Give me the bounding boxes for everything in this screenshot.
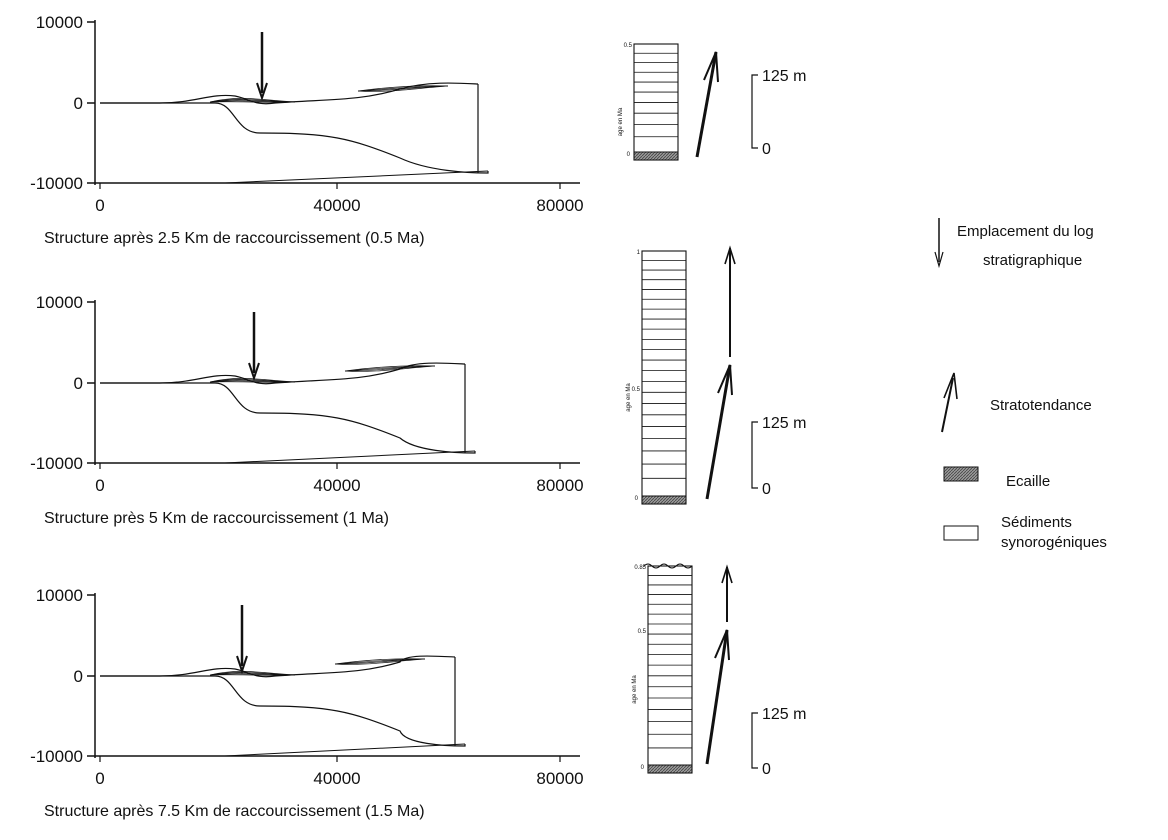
y-tick-label: 0 bbox=[74, 667, 83, 686]
ecaille-layer bbox=[633, 151, 679, 161]
log-location-arrow-icon bbox=[256, 32, 268, 102]
ecaille-layer bbox=[647, 764, 693, 774]
log-location-arrow-icon bbox=[236, 605, 248, 675]
basal-thrust-line bbox=[100, 675, 466, 747]
x-tick-label: 0 bbox=[95, 476, 104, 495]
x-tick-label: 80000 bbox=[536, 196, 583, 215]
detachment-line bbox=[224, 743, 466, 757]
log-mid-age: 0.5 bbox=[638, 629, 647, 635]
thickness-scale-bar: 125 m 0 bbox=[751, 415, 806, 498]
x-tick-label: 0 bbox=[95, 769, 104, 788]
log-top-age: 1 bbox=[637, 250, 641, 256]
sediment-layer bbox=[344, 365, 436, 372]
y-tick-label: 10000 bbox=[36, 586, 83, 605]
log-top-age: 0.85 bbox=[634, 565, 646, 571]
scale-zero: 0 bbox=[762, 141, 771, 158]
detachment-line bbox=[224, 170, 489, 184]
stratotendance-arrow-icon bbox=[705, 245, 736, 500]
legend-sediments-line1: Sédiments bbox=[1001, 514, 1072, 531]
panel-caption: Structure près 5 Km de raccourcissement … bbox=[44, 510, 389, 527]
sediment-layer bbox=[334, 658, 426, 665]
log-age-axis-label: age en Ma bbox=[618, 107, 624, 136]
thickness-scale-bar: 125 m 0 bbox=[751, 68, 806, 158]
x-tick-label: 0 bbox=[95, 196, 104, 215]
y-tick-label: 0 bbox=[74, 374, 83, 393]
log-base-age: 0 bbox=[627, 152, 631, 158]
stratotendance-arrow-icon bbox=[705, 564, 733, 765]
scale-zero: 0 bbox=[762, 761, 771, 778]
sediment-layer bbox=[209, 381, 296, 383]
y-tick-label: -10000 bbox=[30, 747, 83, 766]
legend-stratotendance: Stratotendance bbox=[990, 397, 1092, 414]
x-tick-label: 80000 bbox=[536, 476, 583, 495]
log-mid-age: 0.5 bbox=[632, 387, 641, 393]
stratigraphic-log: 1 0.5 0 age en Ma bbox=[626, 250, 687, 505]
y-tick-label: 10000 bbox=[36, 293, 83, 312]
x-tick-label: 40000 bbox=[313, 769, 360, 788]
scale-label: 125 m bbox=[762, 706, 806, 723]
scale-zero: 0 bbox=[762, 481, 771, 498]
legend: Emplacement du log stratigraphique Strat… bbox=[934, 218, 1107, 551]
stratotendance-arrow-icon bbox=[941, 372, 958, 433]
y-tick-label: -10000 bbox=[30, 174, 83, 193]
sediment-layer bbox=[209, 101, 296, 103]
sediments-swatch bbox=[943, 525, 979, 541]
log-age-axis-label: age en Ma bbox=[626, 383, 632, 412]
x-tick-label: 40000 bbox=[313, 196, 360, 215]
panel-caption: Structure après 2.5 Km de raccourcisseme… bbox=[44, 230, 425, 247]
unconformity-line bbox=[643, 563, 693, 569]
sediment-layer bbox=[357, 85, 449, 92]
ecaille-swatch bbox=[943, 466, 979, 482]
panel-caption: Structure après 7.5 Km de raccourcisseme… bbox=[44, 803, 425, 820]
legend-ecaille: Ecaille bbox=[1006, 473, 1050, 490]
log-top-age: 0.5 bbox=[624, 43, 633, 49]
legend-log-location-line2: stratigraphique bbox=[983, 252, 1082, 269]
x-tick-label: 80000 bbox=[536, 769, 583, 788]
thickness-scale-bar: 125 m 0 bbox=[751, 706, 806, 778]
scale-label: 125 m bbox=[762, 415, 806, 432]
y-tick-label: 10000 bbox=[36, 13, 83, 32]
stratigraphic-log: 0.5 0 age en Ma bbox=[618, 43, 679, 161]
log-base-age: 0 bbox=[641, 765, 645, 771]
stratotendance-arrow-icon bbox=[695, 51, 719, 158]
log-age-axis-label: age en Ma bbox=[632, 675, 638, 704]
log-location-arrow-icon bbox=[248, 312, 260, 382]
x-tick-label: 40000 bbox=[313, 476, 360, 495]
legend-log-location-line1: Emplacement du log bbox=[957, 223, 1094, 240]
basal-thrust-line bbox=[100, 382, 476, 454]
basal-thrust-line bbox=[100, 102, 489, 174]
ecaille-layer bbox=[641, 495, 687, 505]
detachment-line bbox=[224, 450, 476, 464]
legend-sediments-line2: synorogéniques bbox=[1001, 534, 1107, 551]
log-base-age: 0 bbox=[635, 496, 639, 502]
scale-label: 125 m bbox=[762, 68, 806, 85]
log-location-arrow-icon bbox=[934, 218, 944, 269]
sediment-layer bbox=[209, 674, 296, 676]
y-tick-label: -10000 bbox=[30, 454, 83, 473]
stratigraphic-log: 0.85 0.5 0 age en Ma bbox=[632, 563, 693, 774]
y-tick-label: 0 bbox=[74, 94, 83, 113]
